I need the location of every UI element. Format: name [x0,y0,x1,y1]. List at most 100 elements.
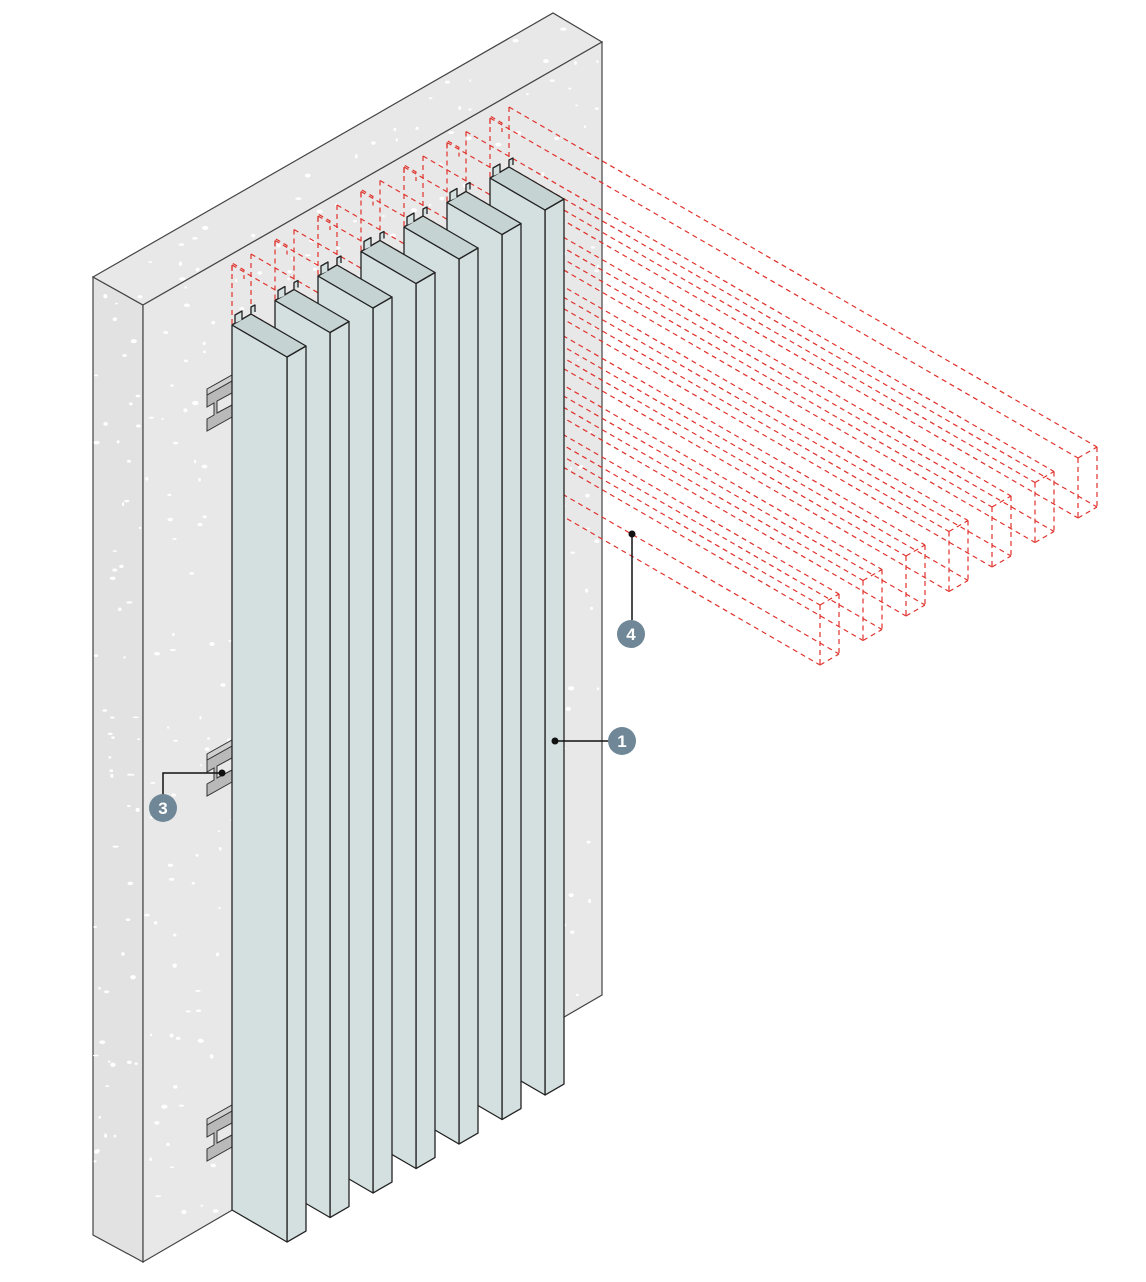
ghost-edge [1034,470,1055,484]
speckle [148,261,153,263]
speckle [439,196,445,201]
speckle [110,716,115,719]
speckle [197,1038,204,1043]
speckle [167,863,174,867]
slat-lip [277,285,286,299]
speckle [178,261,183,266]
speckle [130,339,137,344]
speckle [185,1010,191,1013]
speckle [199,764,203,767]
speckle [218,846,222,851]
ghost-edge [948,519,969,533]
speckle [121,502,125,507]
speckle [495,142,502,147]
speckle [201,464,208,469]
speckle [590,246,595,249]
speckle [168,877,175,881]
speckle [415,126,419,131]
speckle [204,747,210,752]
speckle [468,108,472,111]
ghost-lip [317,212,331,230]
speckle [594,539,600,544]
ghost-edge [1077,506,1098,519]
callout-badge [617,620,645,648]
speckle [568,87,572,90]
speckle [239,307,245,310]
speckle [135,394,141,398]
slat-front-face [458,247,479,1145]
speckle [257,271,263,275]
speckle [541,172,545,176]
brackets [206,374,233,1162]
speckle [183,408,188,413]
speckle [104,1133,108,1138]
speckle [202,225,209,230]
slat-lip [379,230,385,241]
speckle [110,1062,116,1067]
slat-front-face [286,345,307,1243]
speckle [217,907,222,909]
speckle [166,726,170,729]
slat-lip [422,206,428,216]
speckle [138,526,142,530]
speckle [103,421,108,426]
speckle [112,317,118,321]
speckle [183,303,190,308]
speckle [560,27,567,31]
speckle [122,353,127,358]
ghost-edge [862,628,883,642]
speckle [445,80,451,84]
speckle [195,267,200,272]
speckle [178,243,185,246]
speckle [295,197,302,201]
speckle [215,952,220,957]
slat-top [360,239,436,285]
ghost-lip [489,114,503,132]
speckle [109,576,116,580]
speckle [565,706,571,711]
callout-label: 4 [626,625,636,644]
speckle [304,254,311,257]
speckle [235,278,238,283]
speckle [336,246,341,250]
speckle [202,341,206,345]
speckle [93,1160,97,1163]
speckle [171,793,177,797]
speckle [144,913,150,917]
speckle [287,270,292,274]
speckle [103,294,108,299]
speckle [202,350,207,354]
speckle [93,654,99,657]
speckle [549,79,555,83]
slat-front-face [415,271,436,1170]
callout-badge [149,794,177,822]
slat-top [274,288,350,334]
speckle [173,739,179,742]
ghost-edge [819,653,840,666]
speckle [137,738,141,741]
speckle [195,1009,202,1013]
speckle [586,840,591,844]
speckle [583,125,586,129]
speckle [96,1148,100,1153]
speckle [99,1040,106,1045]
speckle [110,773,114,778]
ghost-edge [991,495,1012,508]
ghost-edge [991,555,1012,568]
speckle [172,537,177,540]
speckle [209,642,215,647]
speckle [102,709,108,712]
speckle [124,499,130,503]
ghost-slat [360,179,969,593]
speckle [585,527,590,530]
ghost-slat [489,106,1098,519]
ghost-edge [905,604,926,617]
speckle [134,1062,138,1065]
speckle [212,1209,219,1213]
speckle [428,97,433,100]
speckle [251,233,256,238]
speckle [98,986,101,990]
ghost-edge [1034,530,1055,544]
speckle [192,236,198,240]
ghost-lip [403,163,417,181]
